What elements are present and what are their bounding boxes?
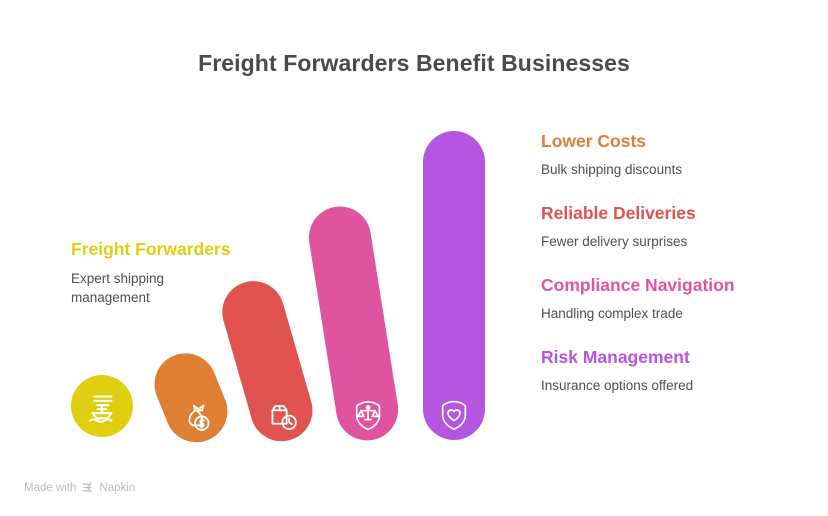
- source-node[interactable]: [71, 375, 133, 437]
- napkin-logo-icon: [81, 481, 94, 494]
- benefit-item-risk-management[interactable]: Risk Management Insurance options offere…: [541, 347, 811, 396]
- ship-icon: [83, 387, 121, 425]
- package-clock-icon: [266, 399, 300, 433]
- benefit-list: Lower Costs Bulk shipping discounts Reli…: [541, 131, 811, 396]
- watermark-text: Made with: [24, 481, 77, 494]
- benefit-label: Lower Costs: [541, 131, 647, 151]
- source-node-label: Freight Forwarders: [71, 239, 231, 259]
- benefit-label: Reliable Deliveries: [541, 202, 696, 223]
- money-bag-icon: [182, 400, 216, 434]
- page-title: Freight Forwarders Benefit Businesses: [198, 50, 630, 76]
- benefit-description: Fewer delivery surprises: [541, 233, 688, 249]
- bar-chart: [60, 110, 530, 455]
- bar-compliance-navigation[interactable]: [304, 202, 403, 445]
- watermark-brand: Napkin: [99, 481, 136, 494]
- source-node-description: Expert shipping management: [71, 270, 165, 306]
- benefit-item-reliable-deliveries[interactable]: Reliable Deliveries Fewer delivery surpr…: [541, 203, 811, 252]
- watermark[interactable]: Made with Napkin: [24, 481, 135, 494]
- benefit-label: Compliance Navigation: [541, 274, 735, 295]
- benefit-description: Insurance options offered: [541, 377, 694, 393]
- bar-lower-costs[interactable]: [145, 344, 237, 452]
- benefit-label: Risk Management: [541, 346, 690, 367]
- benefit-description: Handling complex trade: [541, 305, 683, 321]
- bar-risk-management[interactable]: [423, 131, 485, 440]
- shield-scales-icon: [351, 398, 385, 432]
- source-node-caption: Freight Forwarders Expert shipping manag…: [71, 239, 271, 307]
- benefit-description: Bulk shipping discounts: [541, 162, 683, 177]
- shield-heart-icon: [437, 398, 471, 432]
- benefit-item-compliance-navigation[interactable]: Compliance Navigation Handling complex t…: [541, 275, 811, 324]
- bar-reliable-deliveries[interactable]: [214, 273, 320, 449]
- benefit-item-lower-costs[interactable]: Lower Costs Bulk shipping discounts: [541, 131, 811, 180]
